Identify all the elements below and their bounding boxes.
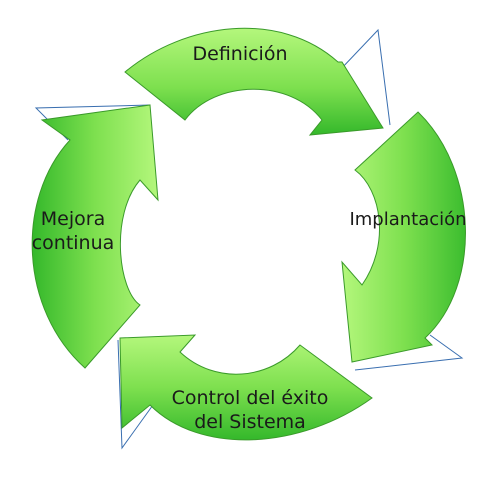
step-label-implantacion: Implantación bbox=[342, 208, 474, 232]
outline-top-right bbox=[339, 28, 391, 126]
arrow-definicion bbox=[124, 27, 384, 136]
outline-bottom-left bbox=[117, 339, 159, 450]
arrow-control bbox=[119, 334, 373, 441]
step-label-line: Implantación bbox=[349, 209, 467, 230]
outline-right-bottom bbox=[354, 334, 464, 371]
arrow-mejora bbox=[31, 104, 159, 369]
step-label-mejora: Mejora continua bbox=[18, 207, 128, 255]
arrow-implantacion bbox=[341, 111, 466, 363]
step-label-line: Mejora bbox=[40, 208, 106, 230]
step-label-definicion: Definición bbox=[178, 42, 302, 66]
step-label-line: Definición bbox=[192, 43, 288, 65]
step-label-line: del Sistema bbox=[194, 411, 306, 433]
step-label-line: Control del éxito bbox=[171, 387, 329, 409]
step-label-control: Control del éxito del Sistema bbox=[150, 386, 350, 434]
step-label-line: continua bbox=[31, 232, 115, 254]
